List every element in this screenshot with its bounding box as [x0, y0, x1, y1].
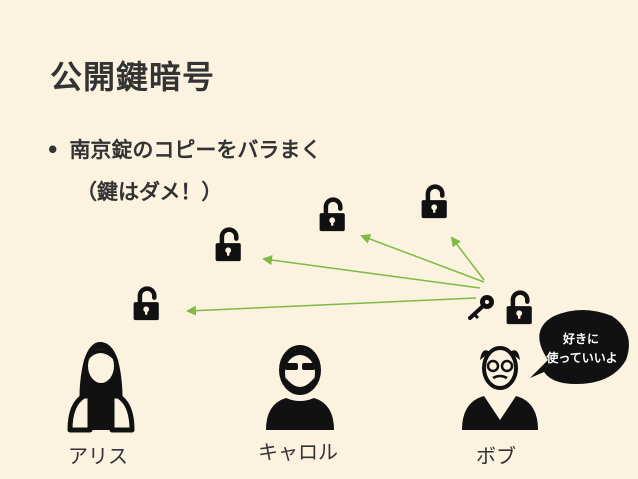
- speech-line-2: 使っていいよ: [545, 350, 617, 365]
- arrow-to-lock-3: [360, 234, 485, 283]
- bullet-item: • 南京錠のコピーをバラまく: [46, 134, 321, 164]
- open-padlock-icon: [216, 230, 241, 262]
- open-padlock-icon: [507, 293, 532, 325]
- arrow-to-lock-1: [186, 297, 477, 316]
- speech-line-1: 好きに: [562, 331, 599, 346]
- open-padlock-icon: [422, 187, 447, 219]
- speech-bubble: 好きに 使っていいよ: [530, 310, 629, 384]
- key-icon: [468, 295, 494, 320]
- bullet-marker: •: [46, 138, 60, 162]
- old-man-icon: [462, 346, 538, 430]
- bullet-note: （鍵はダメ！）: [76, 180, 223, 204]
- bullet-text: 南京錠のコピーをバラまく: [69, 138, 322, 162]
- woman-icon: [67, 342, 135, 433]
- open-padlock-icon: [134, 289, 159, 321]
- man-sunglasses-icon: [266, 345, 334, 430]
- arrow-to-lock-2: [262, 255, 481, 289]
- arrow-to-lock-4: [450, 236, 485, 281]
- open-padlock-icon: [320, 200, 345, 232]
- person-label-bob: ボブ: [476, 444, 516, 468]
- person-label-alice: アリス: [68, 444, 128, 468]
- person-label-carol: キャロル: [258, 440, 338, 464]
- page-title: 公開鍵暗号: [50, 58, 216, 96]
